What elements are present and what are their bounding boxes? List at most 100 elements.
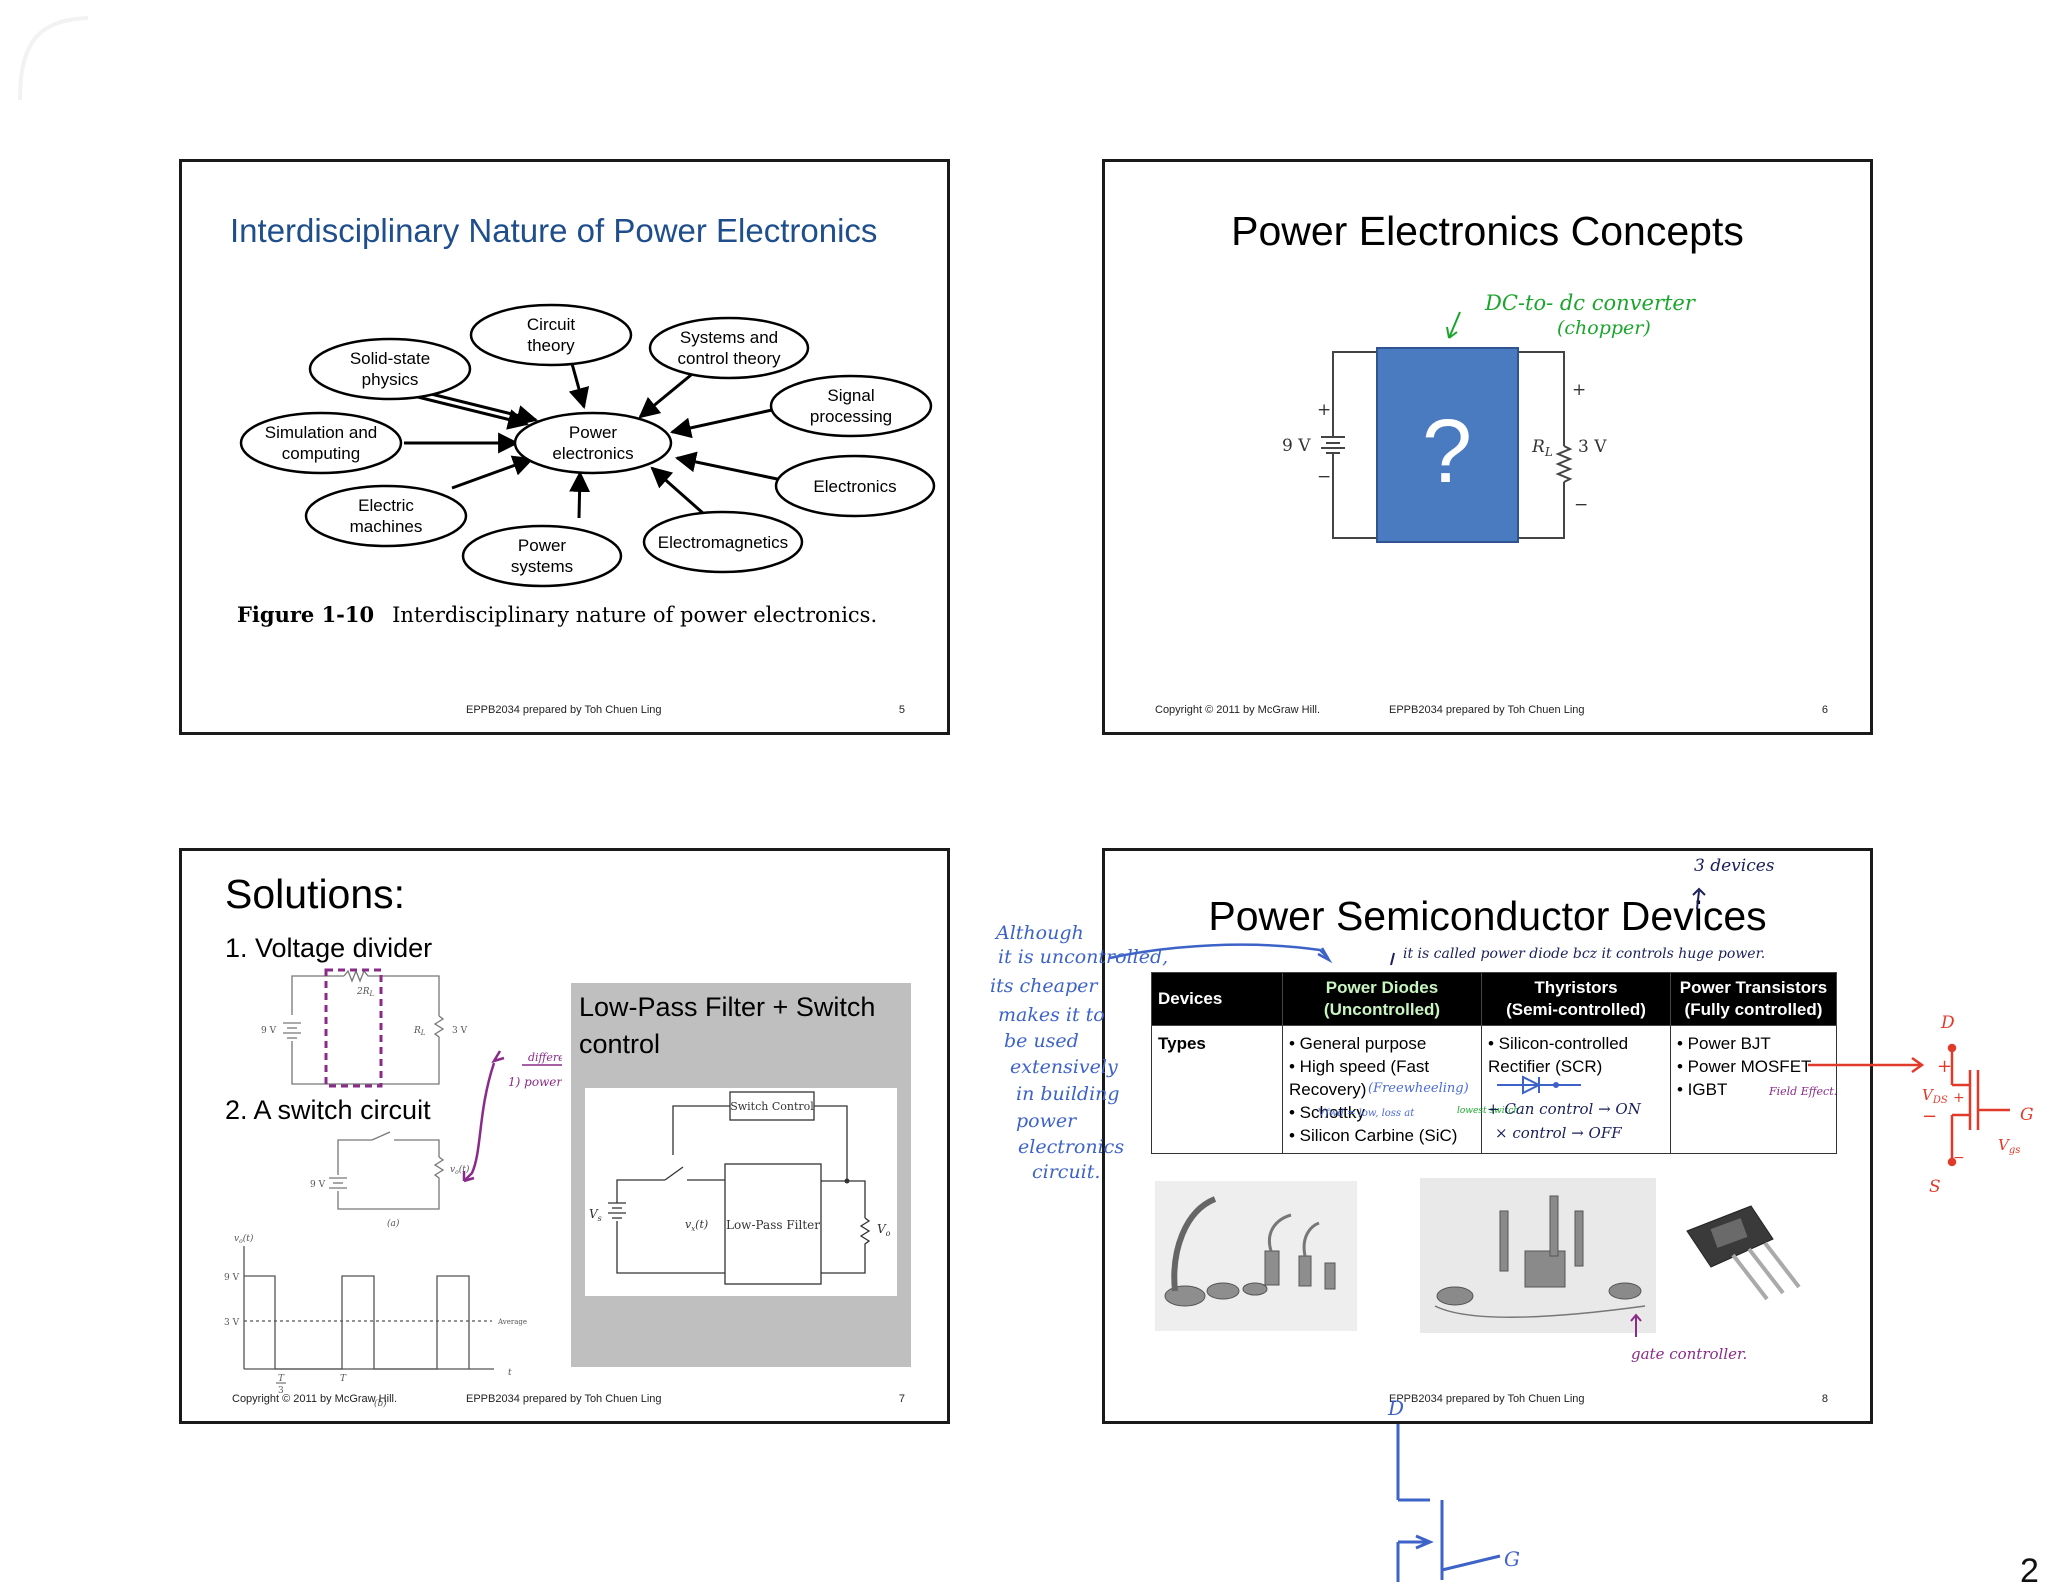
svg-text:S: S: [1929, 1177, 1941, 1197]
copyright: Copyright © 2011 by McGraw Hill.: [232, 1393, 398, 1405]
svg-text:3 V: 3 V: [224, 1318, 240, 1328]
svg-text:Average: Average: [497, 1318, 527, 1326]
power-transistor-photo: [1686, 1205, 1801, 1301]
lowpass-circuit-panel: Switch Control Low-Pass Filter Vs vx(t) …: [585, 1088, 897, 1296]
svg-text:+: +: [1937, 1056, 1952, 1077]
svg-text:9 V: 9 V: [1282, 436, 1311, 456]
header-power-diodes: Power Diodes (Uncontrolled): [1282, 972, 1482, 1026]
header-thyristors: Thyristors (Semi-controlled): [1481, 972, 1671, 1026]
svg-text:9 V: 9 V: [224, 1273, 240, 1283]
svg-text:(Freewheeling): (Freewheeling): [1368, 1081, 1469, 1096]
svg-text:D: D: [1940, 1013, 1955, 1033]
svg-text:(b): (b): [374, 1398, 387, 1409]
svg-text:+: +: [1317, 400, 1331, 420]
svg-text:Low-Pass Filter: Low-Pass Filter: [726, 1218, 820, 1232]
svg-text:Vfwd = low, loss at: Vfwd = low, loss at: [1318, 1108, 1415, 1119]
svg-text:−: −: [1317, 467, 1331, 487]
svg-text:9 V: 9 V: [310, 1180, 326, 1190]
svg-text:Vo: Vo: [877, 1222, 891, 1238]
svg-text:3 devices: 3 devices: [1694, 856, 1775, 876]
slide-footer: EPPB2034 prepared by Toh Chuen Ling: [1389, 704, 1585, 716]
header-power-transistors: Power Transistors (Fully controlled): [1670, 972, 1837, 1026]
row-types: Types: [1151, 1025, 1283, 1154]
svg-text:3 V: 3 V: [452, 1026, 468, 1036]
svg-text:+: +: [1572, 380, 1586, 400]
thyristor-types: • Silicon-controlled Rectifier (SCR): [1481, 1025, 1671, 1154]
svg-text:(a): (a): [387, 1218, 400, 1229]
solution-1: 1. Voltage divider: [225, 933, 433, 963]
svg-text:3 V: 3 V: [1578, 437, 1607, 457]
svg-text:G: G: [1504, 1547, 1520, 1571]
power-diodes-photo: [1155, 1181, 1357, 1331]
diode-types: • General purpose • High speed (Fast Rec…: [1282, 1025, 1482, 1154]
svg-text:?: ?: [1422, 402, 1472, 502]
solution-2: 2. A switch circuit: [225, 1095, 431, 1125]
svg-text:2: 2: [2020, 1552, 2039, 1582]
slide-title: Solutions:: [225, 871, 406, 917]
svg-text:T: T: [278, 1374, 285, 1384]
device-photos: 3 devices it is called power diode bcz i…: [1155, 856, 1837, 1363]
svg-text:makes it to: makes it to: [998, 1004, 1105, 1026]
page-number: 5: [898, 704, 905, 716]
device-table: Devices Power Diodes (Uncontrolled) Thyr…: [1151, 972, 1837, 1154]
slide-footer: EPPB2034 prepared by Toh Chuen Ling: [466, 1393, 662, 1405]
svg-text:RL: RL: [1531, 437, 1553, 459]
slide-footer: EPPB2034 prepared by Toh Chuen Ling: [466, 704, 662, 716]
svg-text:circuit.: circuit.: [1032, 1161, 1100, 1183]
svg-text:difference: difference: [528, 1051, 562, 1064]
page-number: 7: [898, 1393, 905, 1405]
svg-text:(chopper): (chopper): [1557, 317, 1651, 339]
svg-text:−: −: [1922, 1106, 1937, 1127]
svg-text:its cheaper: its cheaper: [990, 975, 1099, 997]
divider-highlight: [324, 968, 383, 1088]
copyright: Copyright © 2011 by McGraw Hill.: [1155, 704, 1321, 716]
unknown-converter-box: [1376, 347, 1519, 543]
svg-text:T: T: [340, 1374, 347, 1384]
page-number: 6: [1821, 704, 1828, 716]
svg-text:1) power loss: 1) power loss: [508, 1075, 562, 1089]
node-electronics: Electronics: [813, 477, 896, 496]
svg-text:power: power: [1016, 1110, 1078, 1132]
transistor-types: • Power BJT • Power MOSFET • IGBT: [1670, 1025, 1837, 1154]
slide-footer: EPPB2034 prepared by Toh Chuen Ling: [1389, 1393, 1585, 1405]
svg-text:3: 3: [278, 1386, 284, 1396]
slide-6[interactable]: Power Electronics Concepts ? + − 9 V + −…: [1102, 159, 1873, 735]
svg-text:Vs: Vs: [589, 1207, 602, 1223]
concept-circuit: ? + − 9 V + − RL 3 V DC-to- dc converter…: [1282, 291, 1697, 543]
slide-5[interactable]: Interdisciplinary Nature of Power Electr…: [179, 159, 950, 735]
svg-text:Field Effect.: Field Effect.: [1768, 1085, 1837, 1098]
page-number: 8: [1821, 1393, 1828, 1405]
diode-symbol-sketch: [1497, 1075, 1581, 1095]
slide-8[interactable]: Power Semiconductor Devices Devices Powe…: [1102, 848, 1873, 1424]
slide-7[interactable]: Solutions: 1. Voltage divider 2. A switc…: [179, 848, 950, 1424]
svg-text:vo(t): vo(t): [450, 1164, 470, 1176]
slide-title: Power Semiconductor Devices: [1208, 893, 1767, 939]
svg-text:DC-to- dc converter: DC-to- dc converter: [1484, 291, 1697, 315]
svg-text:be used: be used: [1004, 1030, 1079, 1052]
figure-label: Figure 1-10: [237, 602, 375, 627]
svg-text:+ Can control → ON: + Can control → ON: [1487, 1100, 1642, 1118]
svg-text:it is called power diode bcz i: it is called power diode bcz it controls…: [1403, 946, 1765, 962]
low-pass-filter-block: [724, 1163, 822, 1285]
svg-text:−: −: [1953, 1150, 1965, 1166]
svg-text:Although: Although: [994, 922, 1084, 944]
svg-text:+: +: [1953, 1090, 1965, 1106]
svg-text:RL: RL: [413, 1026, 426, 1037]
svg-text:× control → OFF: × control → OFF: [1495, 1124, 1622, 1142]
svg-text:2RL: 2RL: [356, 987, 375, 998]
svg-text:vo(t): vo(t): [234, 1233, 254, 1245]
svg-text:t: t: [508, 1368, 512, 1378]
slide-title: Interdisciplinary Nature of Power Electr…: [230, 212, 878, 249]
figure-caption-text: Interdisciplinary nature of power electr…: [392, 603, 878, 627]
svg-text:gate controller.: gate controller.: [1631, 1345, 1747, 1363]
node-electromagnetics: Electromagnetics: [658, 533, 788, 552]
